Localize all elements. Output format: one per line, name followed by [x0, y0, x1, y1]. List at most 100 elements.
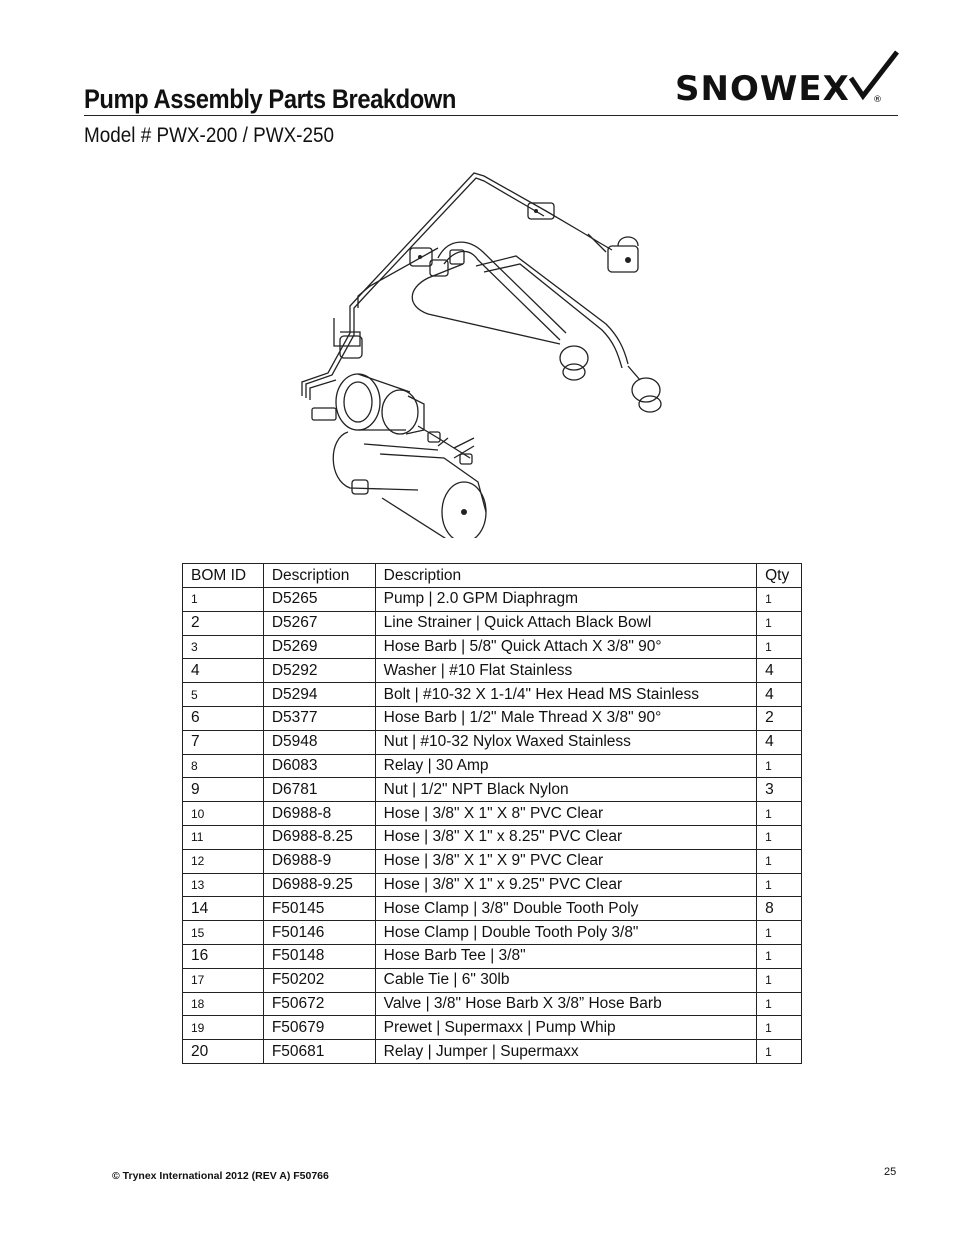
cell-description: Hose | 3/8" X 1" X 9" PVC Clear: [374, 848, 758, 874]
cell-description: Bolt | #10-32 X 1-1/4" Hex Head MS Stain…: [374, 682, 758, 707]
cell-qty: 1: [756, 1015, 802, 1041]
cell-part-number: D6781: [262, 777, 376, 803]
cell-part-number: F50202: [262, 967, 376, 993]
cell-qty: 1: [756, 1039, 802, 1064]
table-header-row: BOM ID Description Description Qty: [182, 563, 802, 588]
cell-bom-id: 2: [182, 610, 264, 636]
cell-part-number: F50672: [262, 991, 376, 1017]
cell-part-number: D6988-8: [262, 801, 376, 826]
cell-bom-id: 18: [182, 991, 264, 1017]
cell-part-number: D6988-9: [262, 848, 376, 874]
cell-part-number: D5267: [262, 610, 376, 636]
cell-qty: 2: [756, 705, 802, 731]
cell-part-number: D5948: [262, 729, 376, 755]
cell-description: Hose Barb | 5/8" Quick Attach X 3/8" 90°: [374, 634, 758, 660]
cell-qty: 1: [756, 943, 802, 969]
cell-part-number: D6083: [262, 753, 376, 779]
cell-description: Hose Barb Tee | 3/8": [374, 943, 758, 969]
cell-description: Pump | 2.0 GPM Diaphragm: [374, 587, 758, 612]
cell-bom-id: 20: [182, 1039, 264, 1064]
cell-bom-id: 16: [182, 943, 264, 969]
cell-bom-id: 12: [182, 848, 264, 874]
copyright-footer: © Trynex International 2012 (REV A) F507…: [112, 1170, 329, 1182]
cell-part-number: D5269: [262, 634, 376, 660]
cell-description: Hose Barb | 1/2" Male Thread X 3/8" 90°: [374, 705, 758, 731]
cell-bom-id: 1: [182, 587, 264, 612]
cell-qty: 1: [756, 967, 802, 993]
cell-description: Prewet | Supermaxx | Pump Whip: [374, 1015, 758, 1041]
cell-description: Washer | #10 Flat Stainless: [374, 658, 758, 684]
cell-description: Cable Tie | 6" 30lb: [374, 967, 758, 993]
cell-description: Relay | 30 Amp: [374, 753, 758, 779]
registered-mark: ®: [873, 95, 882, 105]
cell-bom-id: 15: [182, 920, 264, 945]
cell-bom-id: 4: [182, 658, 264, 684]
snowex-logo: SNOWEX ®: [675, 50, 899, 108]
cell-qty: 1: [756, 920, 802, 945]
cell-qty: 1: [756, 610, 802, 636]
page-number: 25: [884, 1166, 897, 1178]
cell-part-number: F50681: [262, 1039, 376, 1064]
cell-qty: 4: [756, 658, 802, 684]
cell-part-number: F50148: [262, 943, 376, 969]
cell-qty: 1: [756, 634, 802, 660]
cell-description: Relay | Jumper | Supermaxx: [374, 1039, 758, 1064]
cell-description: Line Strainer | Quick Attach Black Bowl: [374, 610, 758, 636]
cell-qty: 8: [756, 896, 802, 922]
cell-bom-id: 3: [182, 634, 264, 660]
cell-part-number: D5294: [262, 682, 376, 707]
cell-bom-id: 10: [182, 801, 264, 826]
cell-bom-id: 5: [182, 682, 264, 707]
cell-qty: 4: [756, 729, 802, 755]
cell-part-number: D5265: [262, 587, 376, 612]
cell-bom-id: 13: [182, 872, 264, 898]
cell-description: Hose Clamp | 3/8" Double Tooth Poly: [374, 896, 758, 922]
cell-qty: 4: [756, 682, 802, 707]
page-title: Pump Assembly Parts Breakdown: [84, 84, 456, 114]
cell-part-number: D6988-9.25: [262, 872, 376, 898]
cell-description: Valve | 3/8" Hose Barb X 3/8” Hose Barb: [374, 991, 758, 1017]
cell-part-number: F50145: [262, 896, 376, 922]
title-divider: [84, 115, 898, 116]
cell-bom-id: 9: [182, 777, 264, 803]
cell-qty: 1: [756, 824, 802, 850]
logo-check-icon: [848, 50, 899, 101]
cell-qty: 1: [756, 848, 802, 874]
cell-qty: 1: [756, 801, 802, 826]
model-subtitle: Model # PWX-200 / PWX-250: [84, 124, 335, 147]
cell-bom-id: 11: [182, 824, 264, 850]
cell-part-number: D6988-8.25: [262, 824, 376, 850]
cell-bom-id: 8: [182, 753, 264, 779]
cell-part-number: D5292: [262, 658, 376, 684]
cell-description: Hose Clamp | Double Tooth Poly 3/8": [374, 920, 758, 945]
cell-qty: 3: [756, 777, 802, 803]
cell-bom-id: 6: [182, 705, 264, 731]
cell-qty: 1: [756, 872, 802, 898]
cell-description: Hose | 3/8" X 1" x 9.25" PVC Clear: [374, 872, 758, 898]
col-header-bom-id: BOM ID: [182, 563, 264, 588]
logo-text: SNOWEX: [675, 69, 850, 108]
cell-description: Hose | 3/8" X 1" X 8" PVC Clear: [374, 801, 758, 826]
col-header-part-number: Description: [262, 563, 376, 588]
cell-bom-id: 17: [182, 967, 264, 993]
cell-qty: 1: [756, 587, 802, 612]
pump-assembly-diagram: [301, 172, 662, 538]
